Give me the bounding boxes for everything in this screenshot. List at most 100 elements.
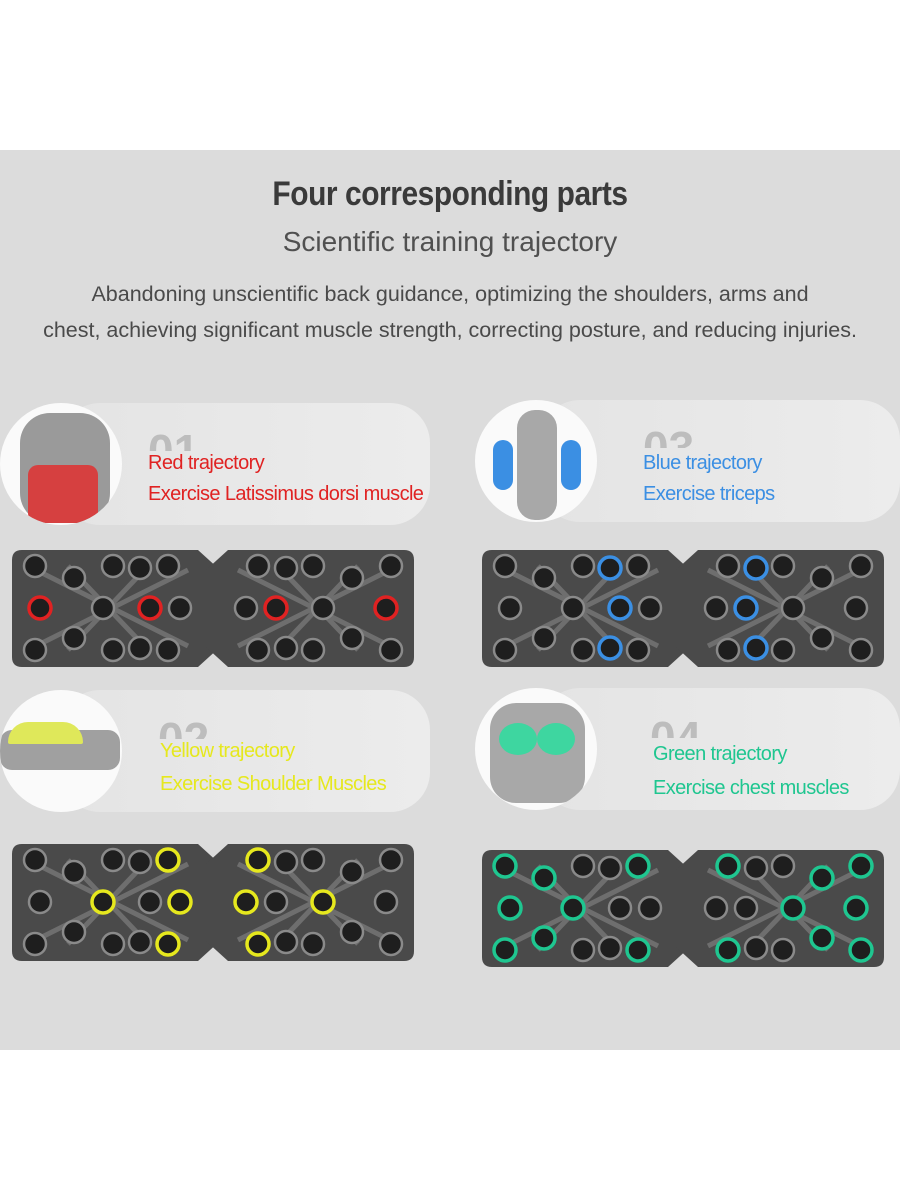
description-line-1: Abandoning unscientific back guidance, o… bbox=[91, 282, 809, 306]
board-hole bbox=[531, 625, 557, 651]
board-hole bbox=[167, 889, 193, 915]
board-hole bbox=[848, 937, 874, 963]
board-hole bbox=[809, 865, 835, 891]
board-hole bbox=[625, 937, 651, 963]
board-hole bbox=[733, 895, 759, 921]
pushup-board-red bbox=[12, 550, 414, 667]
part-04-card bbox=[540, 688, 900, 810]
board-hole bbox=[607, 595, 633, 621]
board-hole bbox=[625, 853, 651, 879]
board-hole bbox=[90, 595, 116, 621]
board-hole bbox=[155, 931, 181, 957]
board-hole bbox=[597, 935, 623, 961]
part-number: 01 bbox=[148, 425, 200, 451]
board-hole bbox=[492, 937, 518, 963]
board-hole bbox=[273, 555, 299, 581]
part-number: 03 bbox=[643, 422, 695, 448]
pushup-board-yellow bbox=[12, 844, 414, 961]
board-hole bbox=[770, 553, 796, 579]
board-hole bbox=[715, 553, 741, 579]
part-03-card bbox=[540, 400, 900, 522]
board-hole bbox=[127, 555, 153, 581]
board-hole bbox=[703, 895, 729, 921]
board-hole bbox=[100, 637, 126, 663]
board-hole bbox=[310, 889, 336, 915]
board-hole bbox=[848, 853, 874, 879]
board-hole bbox=[492, 853, 518, 879]
board-hole bbox=[22, 847, 48, 873]
board-hole bbox=[531, 565, 557, 591]
board-hole bbox=[733, 595, 759, 621]
trajectory-label: Green trajectory bbox=[653, 743, 787, 765]
pushup-board-green bbox=[482, 850, 884, 967]
part-number: 04 bbox=[650, 712, 702, 738]
board-hole bbox=[61, 565, 87, 591]
main-title: Four corresponding parts bbox=[272, 175, 628, 213]
board-hole bbox=[22, 637, 48, 663]
board-hole bbox=[127, 635, 153, 661]
board-hole bbox=[378, 553, 404, 579]
board-hole bbox=[127, 849, 153, 875]
board-hole bbox=[22, 931, 48, 957]
board-hole bbox=[637, 595, 663, 621]
board-hole bbox=[263, 595, 289, 621]
board-hole bbox=[339, 625, 365, 651]
pushup-board-blue bbox=[482, 550, 884, 667]
board-hole bbox=[625, 553, 651, 579]
board-hole bbox=[492, 553, 518, 579]
board-hole bbox=[300, 847, 326, 873]
board-hole bbox=[715, 937, 741, 963]
board-hole bbox=[743, 555, 769, 581]
board-hole bbox=[155, 553, 181, 579]
board-hole bbox=[378, 637, 404, 663]
board-hole bbox=[137, 595, 163, 621]
board-hole bbox=[22, 553, 48, 579]
board-hole bbox=[300, 931, 326, 957]
board-hole bbox=[233, 889, 259, 915]
board-hole bbox=[570, 937, 596, 963]
board-hole bbox=[843, 895, 869, 921]
board-hole bbox=[273, 849, 299, 875]
board-hole bbox=[245, 637, 271, 663]
board-hole bbox=[61, 625, 87, 651]
board-hole bbox=[607, 895, 633, 921]
board-hole bbox=[90, 889, 116, 915]
board-hole bbox=[300, 553, 326, 579]
board-hole bbox=[809, 925, 835, 951]
board-hole bbox=[339, 859, 365, 885]
board-hole bbox=[848, 637, 874, 663]
subtitle: Scientific training trajectory bbox=[282, 226, 618, 257]
board-hole bbox=[843, 595, 869, 621]
board-hole bbox=[497, 895, 523, 921]
board-hole bbox=[373, 595, 399, 621]
chest-icon bbox=[475, 688, 597, 810]
board-hole bbox=[780, 895, 806, 921]
description-line-2: chest, achieving significant muscle stre… bbox=[43, 318, 857, 342]
board-hole bbox=[637, 895, 663, 921]
board-hole bbox=[245, 847, 271, 873]
exercise-label: Exercise Latissimus dorsi muscle bbox=[148, 483, 424, 505]
exercise-label: Exercise Shoulder Muscles bbox=[160, 773, 387, 795]
board-hole bbox=[497, 595, 523, 621]
board-hole bbox=[167, 595, 193, 621]
triceps-icon bbox=[475, 400, 597, 522]
board-hole bbox=[780, 595, 806, 621]
exercise-label: Exercise triceps bbox=[643, 483, 775, 505]
board-hole bbox=[155, 637, 181, 663]
board-hole bbox=[848, 553, 874, 579]
board-hole bbox=[127, 929, 153, 955]
board-hole bbox=[531, 865, 557, 891]
board-hole bbox=[27, 889, 53, 915]
board-hole bbox=[233, 595, 259, 621]
board-hole bbox=[27, 595, 53, 621]
board-hole bbox=[492, 637, 518, 663]
board-hole bbox=[100, 931, 126, 957]
board-hole bbox=[100, 847, 126, 873]
description: Abandoning unscientific back guidance, o… bbox=[0, 276, 900, 348]
board-hole bbox=[310, 595, 336, 621]
board-hole bbox=[339, 565, 365, 591]
board-hole bbox=[273, 635, 299, 661]
exercise-label: Exercise chest muscles bbox=[653, 777, 849, 799]
board-hole bbox=[263, 889, 289, 915]
board-hole bbox=[743, 855, 769, 881]
